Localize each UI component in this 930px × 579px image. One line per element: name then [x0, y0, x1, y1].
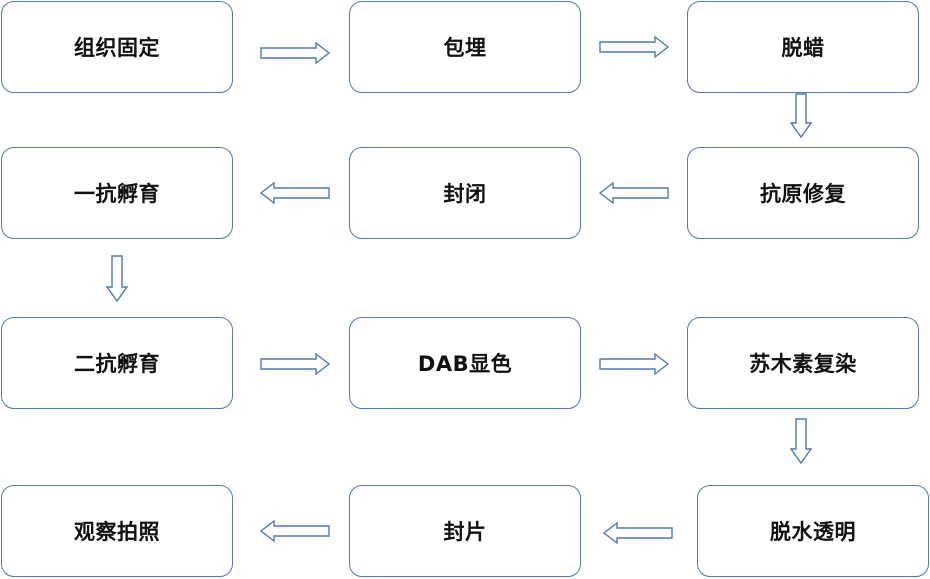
step-label-3: 脱蜡: [781, 36, 825, 60]
step-label-5: 封闭: [443, 182, 487, 206]
step-label-7: 二抗孵育: [74, 352, 160, 376]
arrow-left-icon: [259, 519, 330, 543]
step-box-9: 苏木素复染: [687, 317, 919, 409]
step-box-10: 脱水透明: [697, 485, 929, 577]
arrow-down-icon: [105, 255, 129, 303]
step-label-4: 抗原修复: [760, 182, 846, 206]
step-label-12: 观察拍照: [74, 520, 160, 544]
arrow-down-icon: [789, 93, 813, 139]
step-label-6: 一抗孵育: [74, 182, 160, 206]
arrow-left-icon: [598, 181, 669, 205]
arrow-right-icon: [260, 41, 331, 65]
step-box-8: DAB显色: [349, 317, 581, 409]
step-label-11: 封片: [443, 520, 487, 544]
step-box-6: 一抗孵育: [1, 147, 233, 239]
arrow-left-icon: [602, 521, 673, 545]
step-box-5: 封闭: [349, 147, 581, 239]
arrow-down-icon: [789, 418, 813, 465]
step-label-2: 包埋: [443, 36, 487, 60]
step-label-1: 组织固定: [74, 36, 160, 60]
step-box-2: 包埋: [349, 1, 581, 93]
step-label-8: DAB显色: [417, 352, 513, 376]
step-box-12: 观察拍照: [1, 485, 233, 577]
arrow-right-icon: [260, 352, 331, 376]
arrow-right-icon: [599, 352, 670, 376]
step-box-7: 二抗孵育: [1, 317, 233, 409]
step-label-9: 苏木素复染: [749, 352, 857, 376]
step-label-10: 脱水透明: [770, 520, 856, 544]
step-box-1: 组织固定: [1, 1, 233, 93]
step-box-11: 封片: [349, 485, 581, 577]
arrow-right-icon: [599, 35, 670, 59]
arrow-left-icon: [259, 181, 330, 205]
step-box-4: 抗原修复: [687, 147, 919, 239]
step-box-3: 脱蜡: [687, 1, 919, 93]
